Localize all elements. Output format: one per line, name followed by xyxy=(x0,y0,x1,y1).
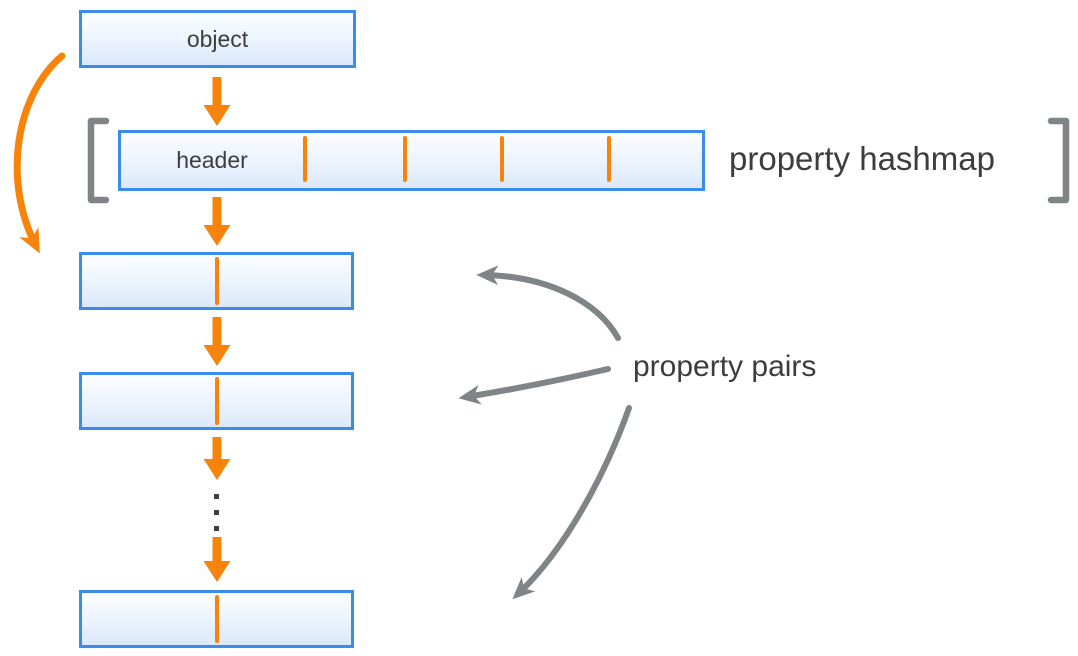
arrow-pair1-to-pair2-icon xyxy=(203,317,231,366)
property-hashmap-box: header xyxy=(118,130,705,191)
pair-key-value-divider xyxy=(215,595,219,643)
ellipsis-dot xyxy=(214,526,219,531)
left-bracket xyxy=(87,117,110,204)
right-bracket xyxy=(1047,117,1070,204)
pairs-label-to-pair2-arrow-icon xyxy=(458,366,611,405)
arrow-object-to-header-icon xyxy=(203,77,231,126)
property-hashmap-annotation: property hashmap xyxy=(729,140,995,177)
arrow-pair2-to-ellipsis-icon xyxy=(203,437,231,480)
object-node-box: object xyxy=(79,10,356,68)
object-to-pairs-curved-arrow-icon xyxy=(13,52,66,254)
object-node-label: object xyxy=(186,25,249,52)
hashmap-header-label: header xyxy=(176,147,248,173)
pair-key-value-divider xyxy=(215,377,219,425)
pair-key-value-divider xyxy=(215,257,219,305)
property-pair-box xyxy=(79,590,354,648)
pairs-label-to-pairN-arrow-icon xyxy=(512,405,632,600)
hashmap-bucket-divider xyxy=(303,136,307,182)
property-pair-box xyxy=(79,252,354,310)
hashmap-bucket-divider xyxy=(607,136,611,182)
hashmap-bucket-divider xyxy=(403,136,407,182)
pairs-label-to-pair1-arrow-icon xyxy=(476,265,621,341)
arrow-ellipsis-to-pairN-icon xyxy=(203,537,231,582)
ellipsis-dot xyxy=(214,494,219,499)
property-pair-box xyxy=(79,372,354,430)
hashmap-bucket-divider xyxy=(500,136,504,182)
ellipsis-dot xyxy=(214,510,219,515)
arrow-header-to-pair1-icon xyxy=(203,197,231,246)
property-pairs-annotation: property pairs xyxy=(633,350,817,383)
